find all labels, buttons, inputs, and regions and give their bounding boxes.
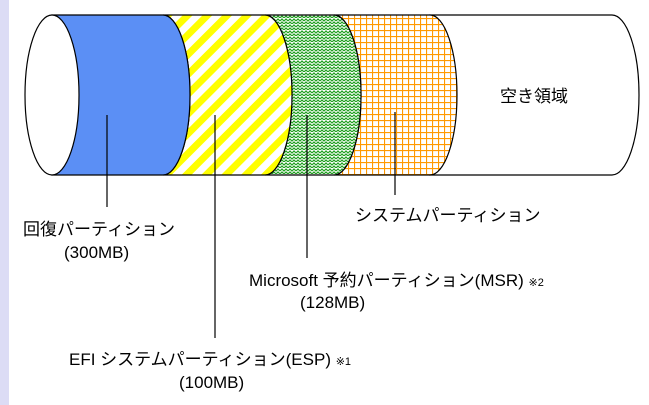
recovery-partition-size: (300MB) — [64, 243, 130, 262]
esp-partition-name: EFI システムパーティション(ESP) — [69, 350, 331, 369]
msr-partition-size: (128MB) — [300, 293, 366, 312]
recovery-partition-region — [51, 14, 191, 176]
esp-note: ※1 — [335, 356, 352, 368]
system-partition-label: システムパーティション — [355, 206, 541, 225]
cylinder-left-cap — [24, 14, 80, 176]
esp-partition-size: (100MB) — [179, 373, 245, 392]
free-space-region — [429, 14, 640, 176]
free-space-label: 空き領域 — [500, 87, 568, 106]
recovery-partition-label: 回復パーティション — [23, 220, 175, 239]
msr-partition-name: Microsoft 予約パーティション(MSR) — [249, 271, 524, 290]
esp-partition-label: EFI システムパーティション(ESP) ※1 — [69, 350, 351, 372]
side-strip — [0, 0, 9, 405]
msr-note: ※2 — [528, 277, 544, 289]
msr-partition-label: Microsoft 予約パーティション(MSR) ※2 — [249, 271, 544, 293]
